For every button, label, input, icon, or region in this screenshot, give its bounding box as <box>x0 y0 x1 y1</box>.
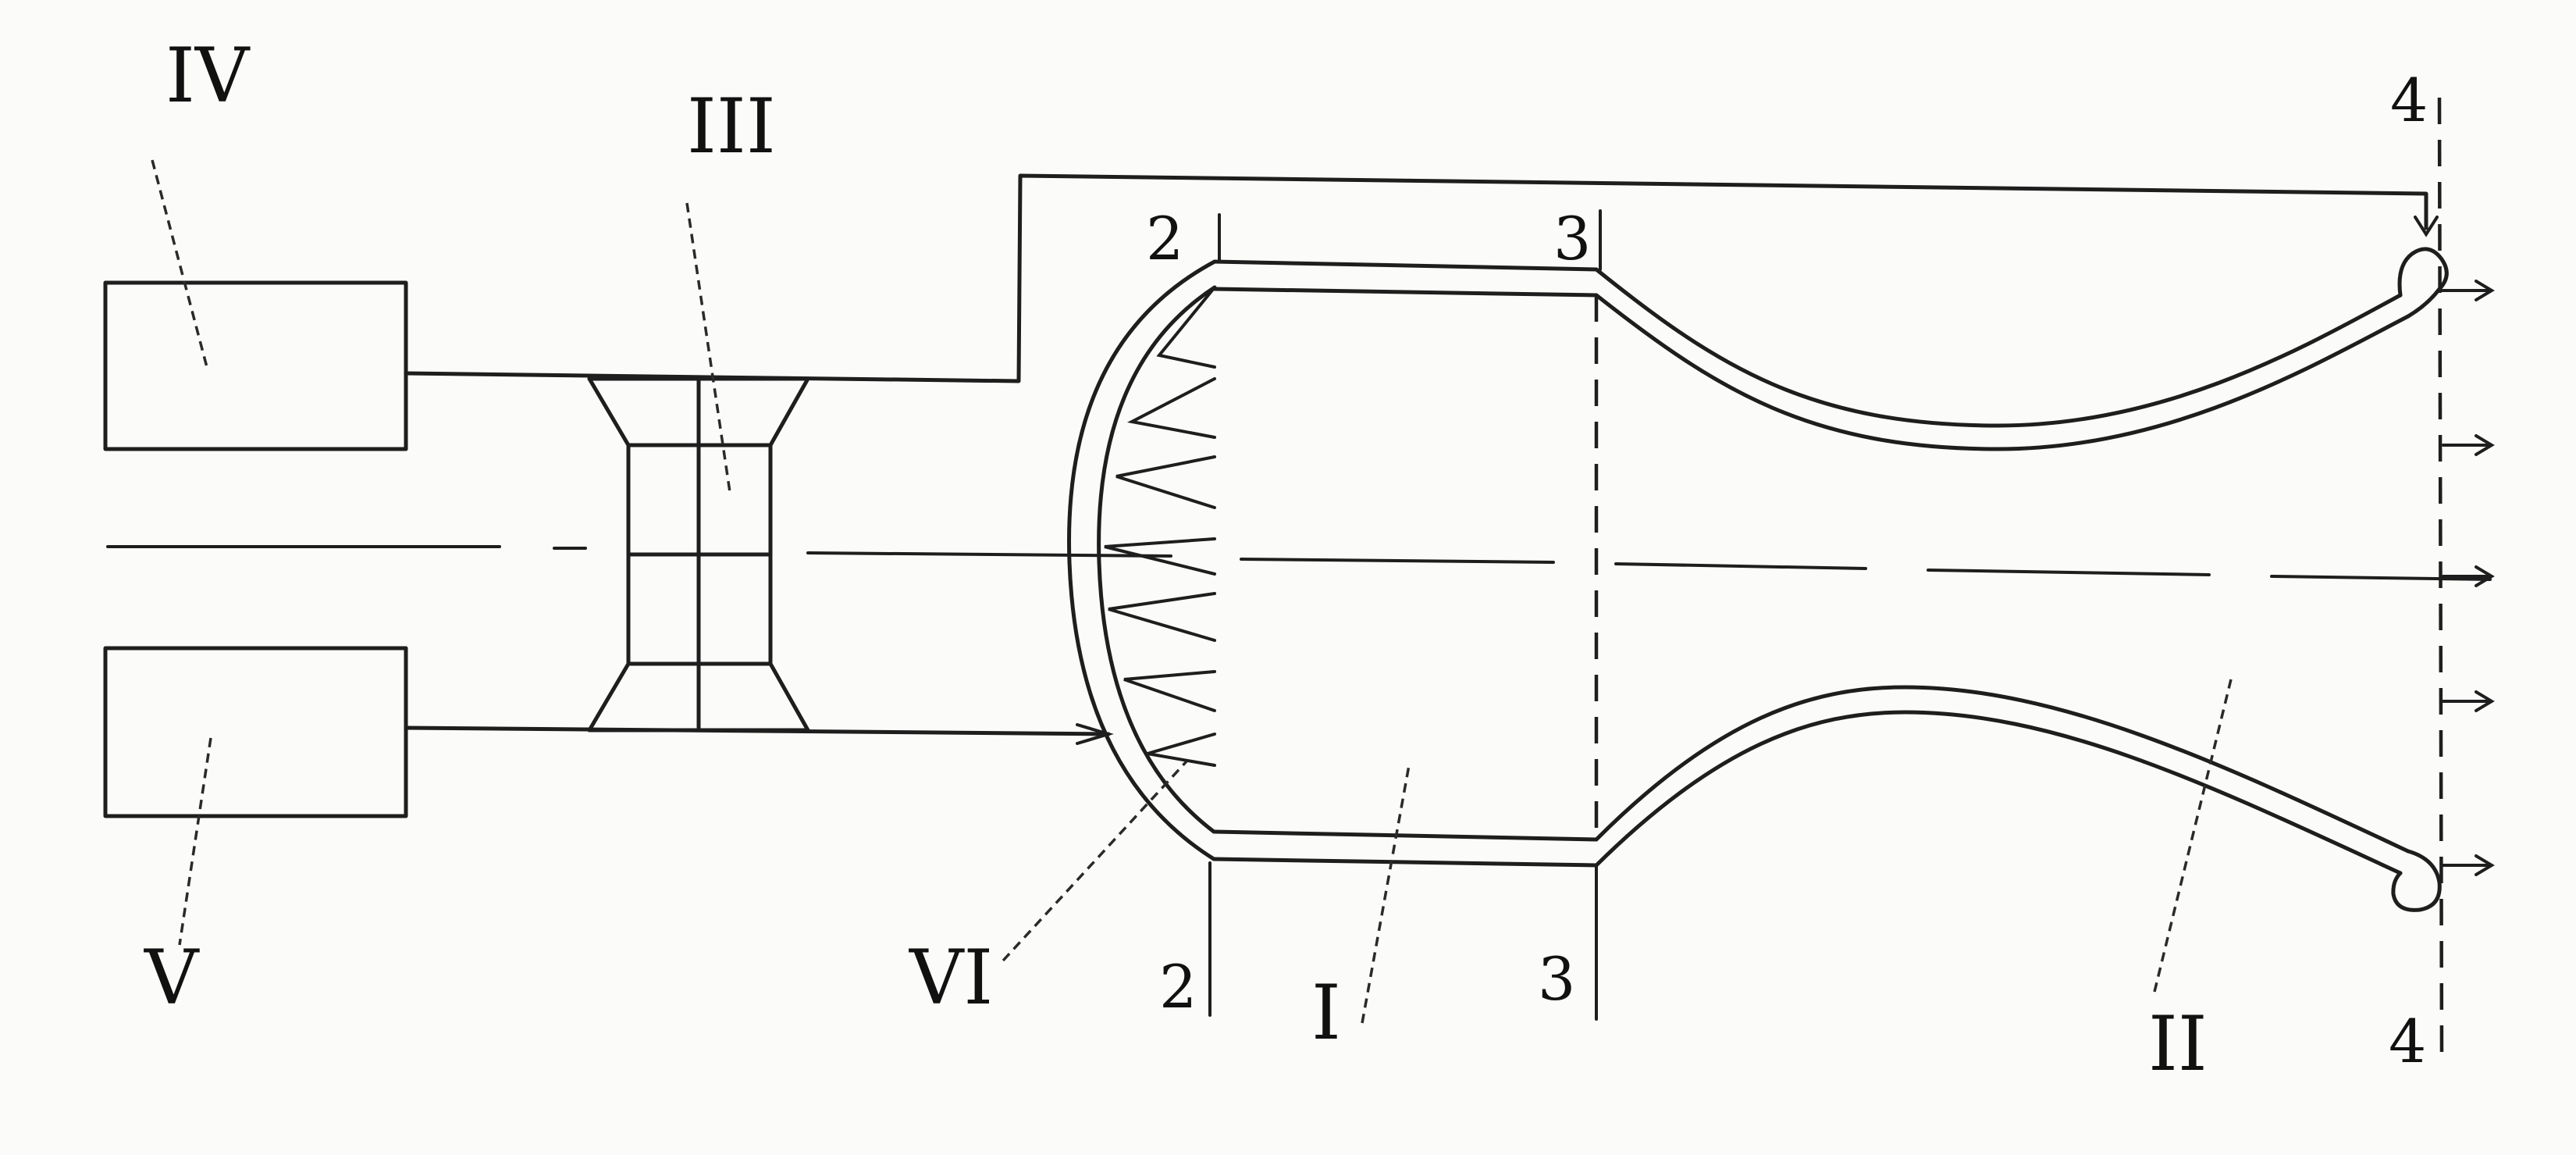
leader-v <box>178 737 212 946</box>
section-label-2-top: 2 <box>1146 204 1183 273</box>
upper-feed-line <box>404 173 2428 383</box>
injector-head-vi <box>1067 259 1217 861</box>
center-axis <box>106 545 2492 581</box>
section-label-3-bottom: 3 <box>1538 944 1575 1014</box>
pump-iii <box>587 376 810 733</box>
label-v: V <box>144 934 200 1021</box>
label-iii: III <box>687 83 776 170</box>
tank-v-box <box>103 646 408 818</box>
leader-iv <box>151 159 208 368</box>
label-iv: IV <box>165 32 251 119</box>
combustion-chamber-i <box>1212 259 1599 868</box>
section-label-2-bottom: 2 <box>1159 952 1197 1021</box>
label-vi: VI <box>909 934 993 1021</box>
label-ii: II <box>2148 1000 2208 1088</box>
section-label-3-top: 3 <box>1553 204 1591 273</box>
section-line-4 <box>2437 97 2444 1059</box>
leader-vi <box>1002 760 1188 962</box>
exhaust-arrows <box>2440 280 2495 876</box>
leader-ii <box>2153 679 2233 993</box>
section-label-4-top: 4 <box>2390 66 2428 135</box>
label-i: I <box>1311 969 1341 1057</box>
coolant-inlet-arrow <box>2414 216 2439 237</box>
leader-i <box>1361 765 1411 1024</box>
injector-inlet-arrow <box>1076 723 1114 745</box>
nozzle-ii-walls <box>1594 247 2449 912</box>
tank-iv-box <box>103 280 408 451</box>
section-label-4-bottom: 4 <box>2389 1007 2426 1076</box>
leader-iii <box>685 202 731 493</box>
